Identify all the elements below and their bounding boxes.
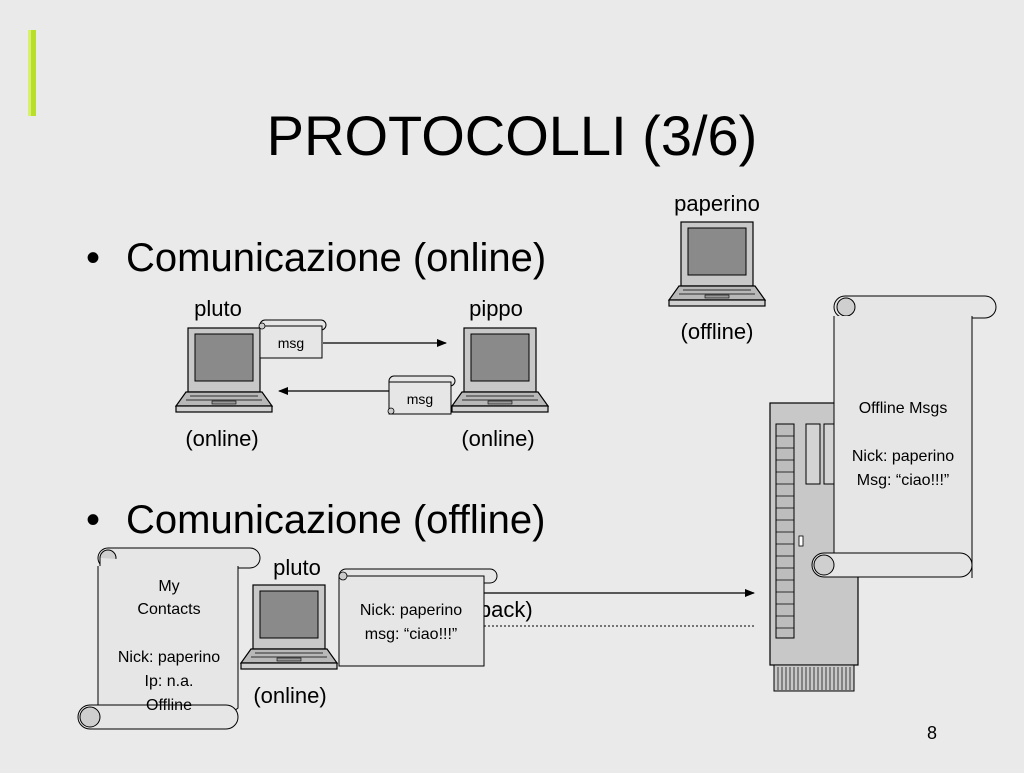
pluto-status-online: (online)	[185, 426, 258, 451]
pippo-status: (online)	[461, 426, 534, 451]
bullet-online: Comunicazione (online)	[126, 236, 546, 280]
my-contacts-title-1: My	[158, 578, 179, 595]
offline-message-text: msg: “ciao!!!”	[365, 626, 457, 643]
my-contacts-ip: Ip: n.a.	[145, 673, 194, 690]
paperino-laptop-icon	[668, 221, 766, 307]
my-contacts-nick: Nick: paperino	[118, 649, 220, 666]
paperino-label: paperino	[674, 191, 760, 216]
offline-msgs-title: Offline Msgs	[859, 400, 948, 417]
pippo-label: pippo	[469, 296, 523, 321]
paperino-status: (offline)	[681, 319, 754, 344]
pluto-label-offline: pluto	[273, 555, 321, 580]
offline-msgs-scroll: Offline Msgs Nick: paperino Msg: “ciao!!…	[811, 295, 997, 578]
bullet-offline: Comunicazione (offline)	[126, 498, 545, 542]
pluto-laptop-icon	[175, 327, 273, 413]
msg-back-scroll: msg	[387, 375, 456, 415]
offline-msgs-nick: Nick: paperino	[852, 448, 954, 465]
page-number: 8	[927, 723, 937, 743]
offline-msgs-msg: Msg: “ciao!!!”	[857, 472, 949, 489]
msg-forward-scroll: msg	[258, 319, 327, 359]
pluto-offline-laptop-icon	[240, 584, 338, 670]
my-contacts-scroll: My Contacts Nick: paperino Ip: n.a. Offl…	[77, 547, 261, 730]
pippo-laptop-icon	[451, 327, 549, 413]
msg-forward-label: msg	[278, 335, 304, 351]
offline-message-scroll: Nick: paperino msg: “ciao!!!”	[338, 568, 498, 667]
pluto-label-online: pluto	[194, 296, 242, 321]
my-contacts-state: Offline	[146, 697, 192, 714]
accent-bar	[28, 30, 36, 116]
pluto-status-offline: (online)	[253, 683, 326, 708]
bullet-dot-offline: •	[86, 498, 100, 542]
bullet-dot-online: •	[86, 236, 100, 280]
offline-message-nick: Nick: paperino	[360, 602, 462, 619]
slide-title: PROTOCOLLI (3/6)	[267, 104, 758, 167]
my-contacts-title-2: Contacts	[137, 601, 200, 618]
msg-back-label: msg	[407, 391, 433, 407]
